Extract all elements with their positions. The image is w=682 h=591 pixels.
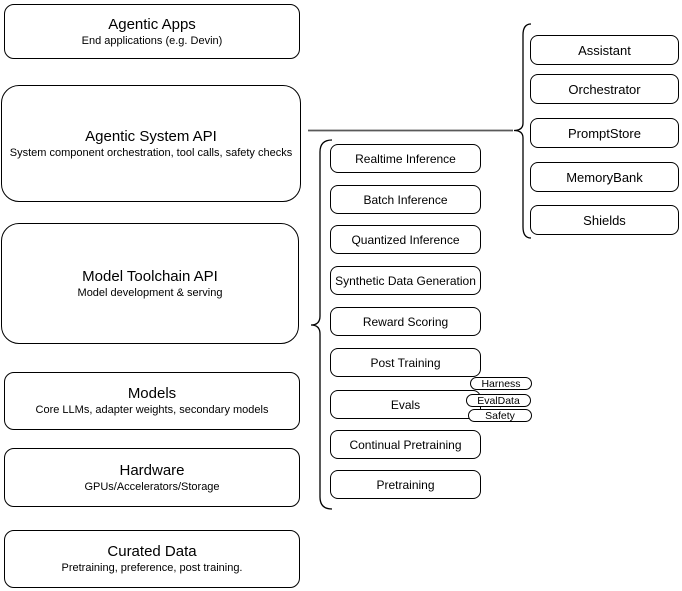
toolchain-item-evals: Evals bbox=[330, 390, 481, 419]
toolchain-item-label: Realtime Inference bbox=[355, 151, 456, 166]
toolchain-item-label: Quantized Inference bbox=[351, 232, 460, 247]
component-promptstore: PromptStore bbox=[530, 118, 679, 148]
box-title: Hardware bbox=[119, 461, 185, 479]
box-title: Agentic Apps bbox=[108, 15, 196, 33]
agentic-system-api-box: Agentic System API System component orch… bbox=[1, 85, 301, 202]
box-subtitle: System component orchestration, tool cal… bbox=[9, 146, 293, 159]
box-subtitle: GPUs/Accelerators/Storage bbox=[84, 480, 220, 493]
component-label: MemoryBank bbox=[566, 169, 643, 185]
model-toolchain-api-box: Model Toolchain API Model development & … bbox=[1, 223, 299, 344]
box-subtitle: Model development & serving bbox=[77, 286, 223, 299]
eval-tag-evaldata: EvalData bbox=[466, 394, 531, 407]
toolchain-item-label: Reward Scoring bbox=[362, 314, 449, 329]
components-brace bbox=[513, 23, 532, 239]
eval-tag-label: Safety bbox=[485, 409, 515, 422]
eval-tag-safety: Safety bbox=[468, 409, 532, 422]
box-title: Models bbox=[127, 385, 177, 402]
component-shields: Shields bbox=[530, 205, 679, 235]
hardware-box: Hardware GPUs/Accelerators/Storage bbox=[4, 448, 300, 507]
toolchain-item-quantized-inference: Quantized Inference bbox=[330, 225, 481, 254]
toolchain-item-label: Post Training bbox=[370, 355, 441, 370]
eval-tag-label: EvalData bbox=[477, 394, 520, 407]
toolchain-item-batch-inference: Batch Inference bbox=[330, 185, 481, 214]
toolchain-item-label: Synthetic Data Generation bbox=[335, 273, 476, 288]
toolchain-item-post-training: Post Training bbox=[330, 348, 481, 377]
toolchain-item-label: Pretraining bbox=[376, 477, 435, 492]
eval-tag-label: Harness bbox=[481, 377, 521, 390]
box-title: Agentic System API bbox=[85, 127, 217, 145]
toolchain-item-label: Batch Inference bbox=[363, 192, 448, 207]
box-subtitle: End applications (e.g. Devin) bbox=[81, 34, 223, 47]
toolchain-item-realtime-inference: Realtime Inference bbox=[330, 144, 481, 173]
toolchain-item-reward-scoring: Reward Scoring bbox=[330, 307, 481, 336]
component-memorybank: MemoryBank bbox=[530, 162, 679, 192]
toolchain-item-label: Continual Pretraining bbox=[349, 437, 462, 452]
eval-tag-harness: Harness bbox=[470, 377, 532, 390]
component-label: Assistant bbox=[578, 42, 631, 58]
box-title: Model Toolchain API bbox=[82, 267, 218, 285]
component-label: Orchestrator bbox=[568, 81, 641, 97]
toolchain-item-pretraining: Pretraining bbox=[330, 470, 481, 499]
component-label: PromptStore bbox=[568, 125, 641, 141]
component-label: Shields bbox=[583, 212, 626, 228]
toolchain-item-synthetic-data-generation: Synthetic Data Generation bbox=[330, 266, 481, 295]
component-assistant: Assistant bbox=[530, 35, 679, 65]
box-title: Curated Data bbox=[107, 543, 197, 560]
toolchain-brace bbox=[310, 139, 333, 510]
toolchain-item-label: Evals bbox=[390, 397, 421, 412]
toolchain-item-continual-pretraining: Continual Pretraining bbox=[330, 430, 481, 459]
box-subtitle: Pretraining, preference, post training. bbox=[61, 562, 243, 574]
component-orchestrator: Orchestrator bbox=[530, 74, 679, 104]
agentic-apps-box: Agentic Apps End applications (e.g. Devi… bbox=[4, 4, 300, 59]
box-subtitle: Core LLMs, adapter weights, secondary mo… bbox=[35, 404, 269, 416]
models-box: Models Core LLMs, adapter weights, secon… bbox=[4, 372, 300, 430]
curated-data-box: Curated Data Pretraining, preference, po… bbox=[4, 530, 300, 588]
